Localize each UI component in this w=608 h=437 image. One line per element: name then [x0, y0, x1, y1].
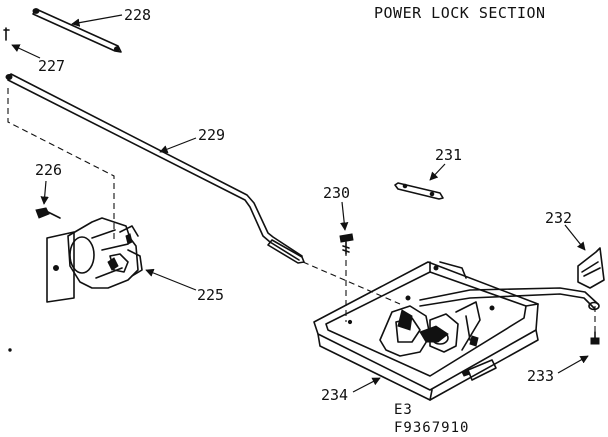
cover-232 [577, 247, 605, 289]
clip-227 [3, 27, 10, 41]
label-234: 234 [321, 386, 348, 404]
label-232: 232 [545, 209, 572, 227]
label-230: 230 [323, 184, 350, 202]
bracket-231 [394, 182, 444, 200]
base-plate-234 [313, 261, 600, 401]
label-226: 226 [35, 161, 62, 179]
screw-226 [35, 207, 61, 219]
screw-233 [590, 331, 600, 345]
label-233: 233 [527, 367, 554, 385]
leader-lines [11, 14, 589, 393]
figure-code-line1: E3 [394, 402, 413, 418]
label-227: 227 [38, 57, 65, 75]
assembly-lines [7, 88, 596, 338]
label-231: 231 [435, 146, 462, 164]
label-225: 225 [197, 286, 224, 304]
label-228: 228 [124, 6, 151, 24]
motor-225 [46, 217, 143, 303]
label-229: 229 [198, 126, 225, 144]
rod-228 [32, 8, 122, 53]
section-title: POWER LOCK SECTION [374, 4, 546, 22]
figure-code-line2: F9367910 [394, 420, 469, 436]
screw-230 [339, 233, 354, 255]
rod-229 [5, 73, 305, 264]
